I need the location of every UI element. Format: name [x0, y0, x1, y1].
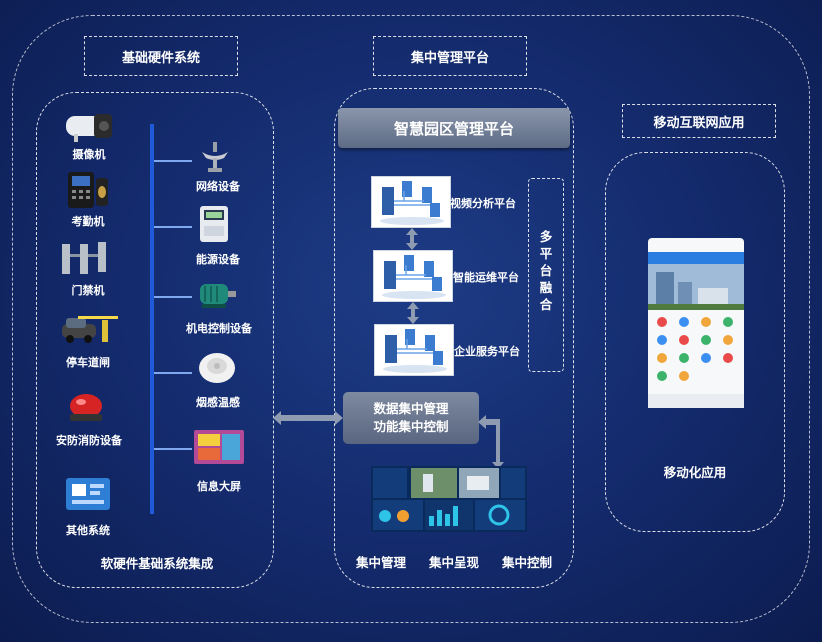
connector-line [154, 296, 192, 298]
enterprise-platform-diagram [374, 324, 454, 376]
hardware-bus-line [150, 124, 154, 514]
device-label-attendance: 考勤机 [71, 215, 105, 228]
ops-platform-diagram [373, 250, 453, 302]
control-arrow-icon [478, 415, 504, 469]
parking-barrier-icon [62, 316, 118, 343]
footer-item-control: 集中控制 [501, 555, 552, 570]
mobile-panel [605, 152, 785, 532]
platform-arrow-icon [407, 302, 419, 324]
connector-line [154, 448, 192, 450]
mobile-phone-screenshot [648, 238, 744, 408]
connector-line [154, 160, 192, 162]
management-panel [334, 88, 574, 588]
device-label-parking: 停车道闸 [66, 356, 110, 369]
platform-arrow-icon [406, 228, 418, 250]
data-center-box: 数据集中管理 功能集中控制 [343, 392, 479, 444]
device-label-smoke: 烟感温感 [196, 396, 240, 409]
connector-line [154, 372, 192, 374]
device-label-other: 其他系统 [66, 524, 110, 537]
device-label-security: 安防消防设备 [56, 434, 122, 447]
platform-label-ops: 智能运维平台 [453, 271, 519, 284]
energy-meter-icon [200, 206, 228, 242]
hardware-panel [36, 92, 274, 588]
management-section-title: 集中管理平台 [373, 36, 527, 76]
hardware-section-title: 基础硬件系统 [84, 36, 238, 76]
integration-arrow-icon [273, 411, 343, 425]
outer-frame [12, 15, 810, 623]
other-systems-icon [66, 478, 110, 510]
device-label-network: 网络设备 [196, 180, 240, 193]
info-screen-icon [194, 430, 244, 464]
attendance-machine-icon [68, 172, 108, 208]
hardware-footer-label: 软硬件基础系统集成 [100, 556, 214, 571]
multi-platform-label: 多平台融合 [539, 229, 553, 312]
device-label-access: 门禁机 [71, 284, 105, 297]
device-label-screen: 信息大屏 [197, 480, 241, 493]
management-title-text: 集中管理平台 [410, 50, 489, 66]
motor-icon [200, 284, 236, 308]
platform-label-video: 视频分析平台 [450, 197, 516, 210]
platform-header: 智慧园区管理平台 [338, 108, 570, 148]
management-footer: 集中管理 集中呈现 集中控制 [356, 552, 552, 571]
network-device-icon [202, 142, 228, 172]
access-gate-icon [62, 242, 106, 274]
center-line2: 功能集中控制 [373, 419, 449, 434]
footer-item-manage: 集中管理 [356, 555, 407, 570]
center-line1: 数据集中管理 [373, 401, 449, 416]
camera-icon [66, 114, 112, 142]
video-platform-diagram [371, 176, 451, 228]
alarm-light-icon [70, 394, 102, 421]
dashboard-collage-image [371, 466, 527, 532]
platform-label-enterprise: 企业服务平台 [454, 345, 520, 358]
smoke-detector-icon [199, 353, 235, 383]
mobile-section-title: 移动互联网应用 [622, 104, 776, 138]
connector-line [154, 226, 192, 228]
device-label-motor: 机电控制设备 [186, 322, 252, 335]
device-label-camera: 摄像机 [72, 148, 106, 161]
multi-platform-box [528, 178, 564, 372]
hardware-title-text: 基础硬件系统 [121, 50, 200, 66]
mobile-app-label: 移动化应用 [663, 465, 727, 480]
mobile-title-text: 移动互联网应用 [653, 115, 745, 131]
footer-item-present: 集中呈现 [428, 555, 479, 570]
device-label-energy: 能源设备 [196, 253, 240, 266]
